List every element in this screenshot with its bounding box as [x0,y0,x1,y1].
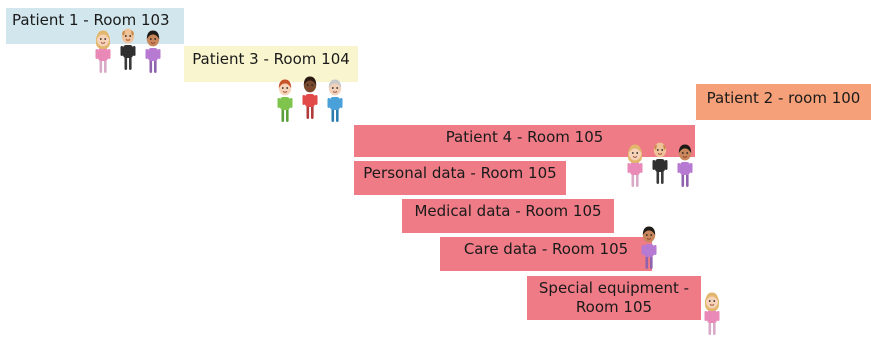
avatar [326,78,344,128]
avatar [301,75,319,125]
avatar [703,291,721,341]
avatar [651,140,669,190]
patient-4-label: Patient 4 - Room 105 [445,128,604,146]
medical-data-label: Medical data - Room 105 [414,202,602,220]
dark-skinned-man-avatar [302,76,318,119]
special-equipment-label-line1: Special equipment - [538,279,690,297]
avatar [640,225,658,275]
avatar [626,143,644,193]
red-haired-man-avatar [277,79,293,122]
avatar [94,29,112,79]
personal-data-label: Personal data - Room 105 [363,164,557,182]
care-data-box: Care data - Room 105 [440,237,652,271]
special-equipment-label-line2: Room 105 [575,297,653,316]
patient-4-box: Patient 4 - Room 105 [354,125,695,157]
bald-man-avatar [120,28,136,70]
patient-3-box: Patient 3 - Room 104 [184,46,358,82]
patient-2-label: Patient 2 - room 100 [706,89,861,107]
dark-haired-woman-avatar [641,226,657,269]
grey-haired-man-avatar [327,79,343,122]
special-equipment-box: Special equipment - Room 105 [527,276,701,320]
personal-data-box: Personal data - Room 105 [354,161,566,195]
patient-1-box: Patient 1 - Room 103 [6,8,184,44]
avatar [144,29,162,79]
patient-2-box: Patient 2 - room 100 [696,84,871,120]
blonde-woman-avatar [704,292,720,335]
avatar [276,78,294,128]
care-data-label: Care data - Room 105 [463,240,629,258]
blonde-woman-avatar [95,30,111,73]
avatar [119,26,137,76]
avatar [676,143,694,193]
dark-haired-woman-avatar [145,30,161,73]
medical-data-box: Medical data - Room 105 [402,199,614,233]
dark-haired-woman-avatar [677,144,693,187]
patient-1-label: Patient 1 - Room 103 [12,11,170,29]
patient-3-label: Patient 3 - Room 104 [192,50,350,68]
bald-man-avatar [652,142,668,184]
blonde-woman-avatar [627,144,643,187]
